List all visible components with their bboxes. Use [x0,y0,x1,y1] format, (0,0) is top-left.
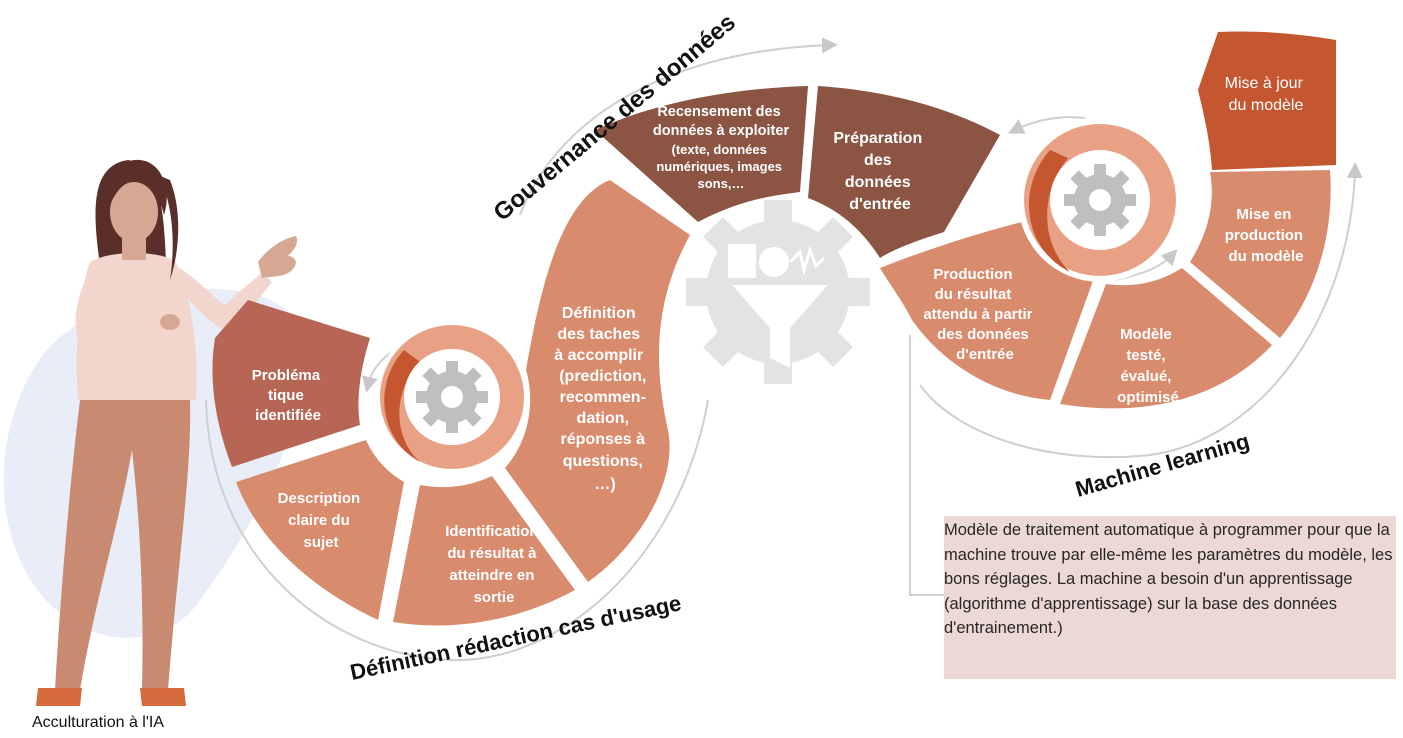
segment-problematique [212,300,370,467]
segment-mise-production [1190,170,1331,338]
label-description: Description claire du sujet [278,490,365,551]
arrow-icon [1007,116,1086,134]
left-cycle [212,180,690,626]
camera-icon [759,247,789,277]
segment-identification [393,476,575,626]
gear-icon [416,361,488,433]
segment-mise-a-jour [1198,31,1336,171]
segment-recensement [595,86,808,222]
label-problematique: Probléma tique identifiée [252,367,325,424]
person-illustration [36,159,298,706]
gear-icon [1064,164,1136,236]
label-modele-teste: Modèle testé, évalué, optimisé [1117,326,1179,406]
label-recensement: Recensement des données à exploiter [653,104,790,139]
segment-production [880,220,1094,400]
note-text: Modèle de traitement automatique à progr… [944,521,1393,637]
label-mise-a-jour: Mise à jour du modèle [1225,75,1308,114]
segment-modele-teste [1060,268,1272,409]
label-definition-taches: Définition des taches à accomplir (predi… [554,305,650,493]
label-recensement-detail: (texte, données numériques, images sons,… [656,142,785,191]
middle-cycle [595,86,1000,384]
segment-preparation [808,86,1000,258]
label-mise-production: Mise en production du modèle [1225,206,1308,265]
note-box [944,516,1396,679]
document-icon [728,244,756,278]
label-identification: Identification du résultat à atteindre e… [445,523,543,606]
ring-crescent [384,350,420,462]
waveform-icon [788,245,826,276]
segment-description [236,440,404,620]
ring-crescent [1028,150,1070,272]
person-caption: Acculturation à l'IA [32,714,165,731]
guide-arcs [205,37,1363,662]
phase-title-machine-learning: Machine learning [1072,428,1252,502]
label-production: Production du résultat attendu à partir … [923,266,1036,363]
filter-icon [732,285,828,368]
label-preparation: Préparation des données d'entrée [833,130,926,213]
callout-connector [909,335,944,596]
right-cycle [880,31,1336,409]
segment-definition-taches [505,180,690,582]
